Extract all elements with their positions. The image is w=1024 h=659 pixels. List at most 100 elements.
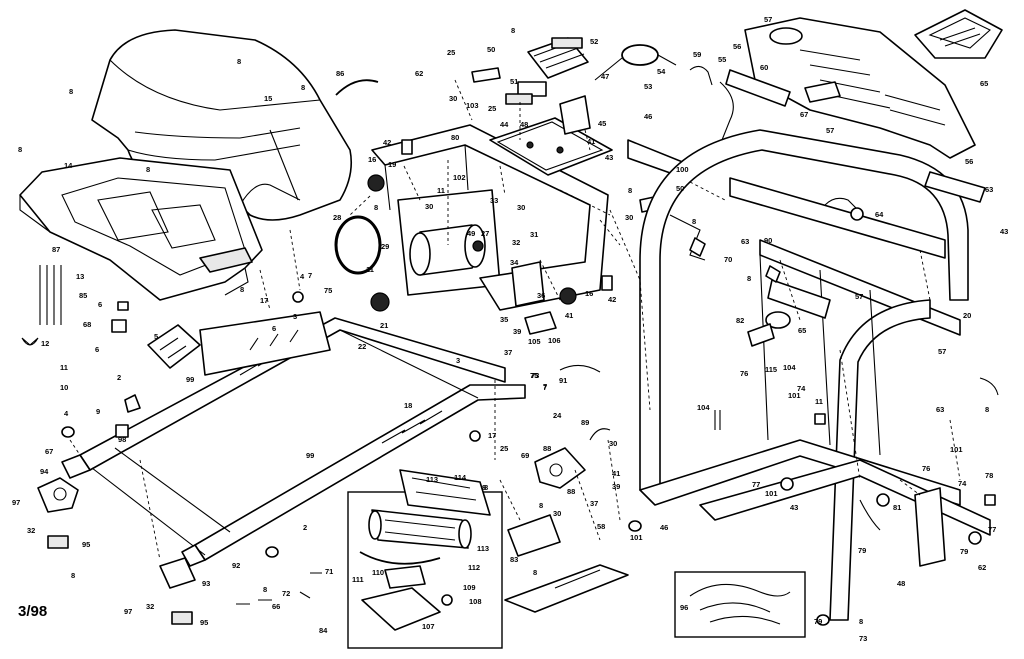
callout-label: 8 xyxy=(374,203,378,212)
callout-label: 8 xyxy=(692,217,696,226)
callout-label: 8 xyxy=(539,501,543,510)
callout-label: 8 xyxy=(859,617,863,626)
callout-label: 39 xyxy=(513,327,521,336)
callout-label: 6 xyxy=(98,300,102,309)
callout-label: 66 xyxy=(272,602,280,611)
callout-label: 63 xyxy=(741,237,749,246)
right-small-parts xyxy=(628,207,996,626)
callout-label: 7 xyxy=(543,383,547,392)
callout-label: 103 xyxy=(466,101,479,110)
callout-label: 3 xyxy=(293,312,297,321)
callout-label: 97 xyxy=(124,607,132,616)
callout-label: 35 xyxy=(500,315,508,324)
callout-label: 30 xyxy=(625,213,633,222)
callout-label: 37 xyxy=(590,499,598,508)
handrail-57 xyxy=(924,171,986,203)
callout-label: 73 xyxy=(859,634,867,643)
callout-label: 105 xyxy=(528,337,541,346)
callout-label: 8 xyxy=(71,571,75,580)
callout-label: 77 xyxy=(988,525,996,534)
callout-label: 37 xyxy=(504,348,512,357)
callout-label: 57 xyxy=(764,15,772,24)
callout-label: 42 xyxy=(608,295,616,304)
callout-label: 17 xyxy=(260,296,268,305)
callout-label: 71 xyxy=(325,567,333,576)
callout-label: 7 xyxy=(308,271,312,280)
callout-label: 56 xyxy=(733,42,741,51)
callout-label: 15 xyxy=(264,94,272,103)
callout-label: 62 xyxy=(415,69,423,78)
callout-label: 8 xyxy=(985,405,989,414)
callout-label: 17 xyxy=(488,431,496,440)
callout-label: 31 xyxy=(530,230,538,239)
callout-label: 32 xyxy=(512,238,520,247)
callout-label: 65 xyxy=(798,326,806,335)
callout-label: 25 xyxy=(500,444,508,453)
callout-label: 99 xyxy=(186,375,194,384)
callout-label: 54 xyxy=(657,67,666,76)
callout-label: 67 xyxy=(800,110,808,119)
callout-label: 13 xyxy=(76,272,84,281)
callout-label: 76 xyxy=(922,464,930,473)
side-rail-6 xyxy=(199,311,331,376)
callout-label: 88 xyxy=(543,444,551,453)
callout-label: 79 xyxy=(814,617,822,626)
callout-label: 68 xyxy=(83,320,91,329)
callout-label: 41 xyxy=(587,137,595,146)
callout-label: 81 xyxy=(893,503,901,512)
callout-label: 21 xyxy=(380,321,388,330)
callout-label: 95 xyxy=(200,618,208,627)
callout-label: 2 xyxy=(303,523,307,532)
callout-label: 52 xyxy=(590,37,598,46)
callout-label: 48 xyxy=(897,579,905,588)
callout-label: 11 xyxy=(366,265,374,274)
callout-label: 101 xyxy=(765,489,778,498)
callout-label: 101 xyxy=(630,533,643,542)
callout-label: 41 xyxy=(612,469,620,478)
callout-label: 65 xyxy=(980,79,988,88)
callout-label: 45 xyxy=(598,119,606,128)
callout-label: 50 xyxy=(676,184,684,193)
callout-label: 4 xyxy=(64,409,69,418)
roller-inset-107 xyxy=(347,469,503,649)
elevation-motor-88 xyxy=(534,364,611,489)
callout-label: 104 xyxy=(697,403,710,412)
callout-label: 11 xyxy=(60,363,68,372)
callout-label: 69 xyxy=(521,451,529,460)
callout-label: 8 xyxy=(69,87,73,96)
callout-label: 48 xyxy=(520,120,528,129)
callout-label: 30 xyxy=(425,202,433,211)
callout-label: 43 xyxy=(790,503,798,512)
callout-label: 85 xyxy=(79,291,87,300)
small-parts-left xyxy=(21,265,481,625)
callout-label: 44 xyxy=(500,120,509,129)
callout-label: 25 xyxy=(488,104,496,113)
callout-label: 88 xyxy=(567,487,575,496)
callout-label: 58 xyxy=(597,522,605,531)
callout-label: 94 xyxy=(40,467,49,476)
callout-label: 6 xyxy=(272,324,276,333)
callout-label: 11 xyxy=(815,397,823,406)
callout-label: 43 xyxy=(1000,227,1008,236)
callout-label: 115 xyxy=(765,365,777,374)
handrail-55 xyxy=(725,69,791,107)
callout-label: 89 xyxy=(581,418,589,427)
callout-label: 106 xyxy=(548,336,561,345)
callout-label: 47 xyxy=(601,72,609,81)
harness-inset-73 xyxy=(674,571,806,638)
cord-54 xyxy=(594,44,677,81)
callout-label: 55 xyxy=(718,55,726,64)
callout-label: 32 xyxy=(146,602,154,611)
upright-frame xyxy=(639,129,991,621)
callout-label: 84 xyxy=(319,626,328,635)
callout-label: 24 xyxy=(553,411,562,420)
callout-label: 3 xyxy=(456,356,460,365)
callout-label: 75 xyxy=(530,371,538,380)
callout-label: 57 xyxy=(826,126,834,135)
rear-guard-5 xyxy=(147,324,201,369)
callout-label: 114 xyxy=(454,473,467,482)
callout-label: 8 xyxy=(240,285,244,294)
callout-label: 76 xyxy=(740,369,748,378)
bracket-45 xyxy=(559,95,591,135)
